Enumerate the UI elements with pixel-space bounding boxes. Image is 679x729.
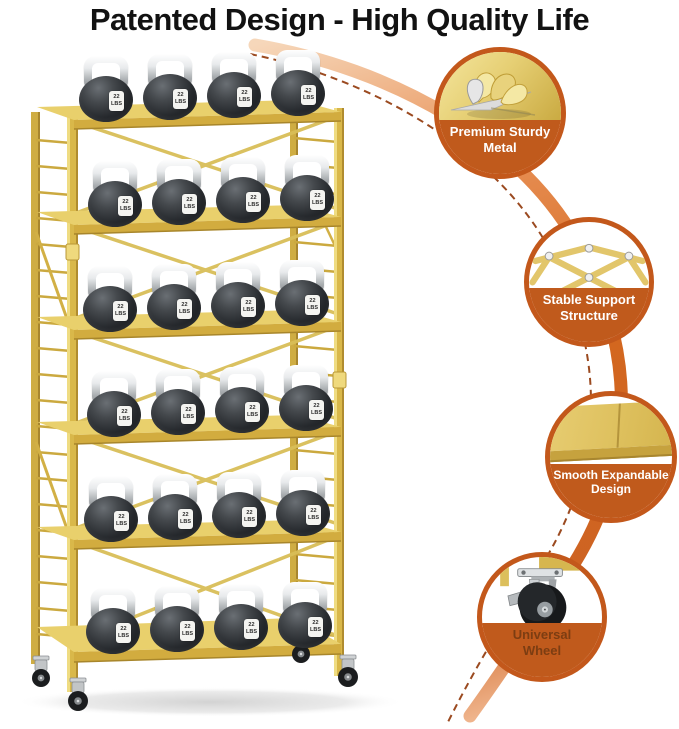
caster-wheel-icon bbox=[482, 557, 602, 631]
side-ladder-left bbox=[35, 138, 72, 639]
rack-frame bbox=[31, 104, 347, 692]
caster-wheel-icon bbox=[32, 655, 50, 687]
shelf-surface-icon bbox=[550, 396, 672, 468]
x-braces bbox=[75, 114, 339, 642]
caster-wheel-icon bbox=[338, 654, 358, 687]
page-title: Patented Design - High Quality Life bbox=[89, 2, 590, 37]
floor-shadow bbox=[15, 687, 405, 717]
truss-icon bbox=[529, 222, 649, 298]
metal-shavings-icon bbox=[439, 52, 561, 124]
caster-wheel-icon bbox=[68, 677, 88, 711]
casters bbox=[32, 632, 358, 711]
